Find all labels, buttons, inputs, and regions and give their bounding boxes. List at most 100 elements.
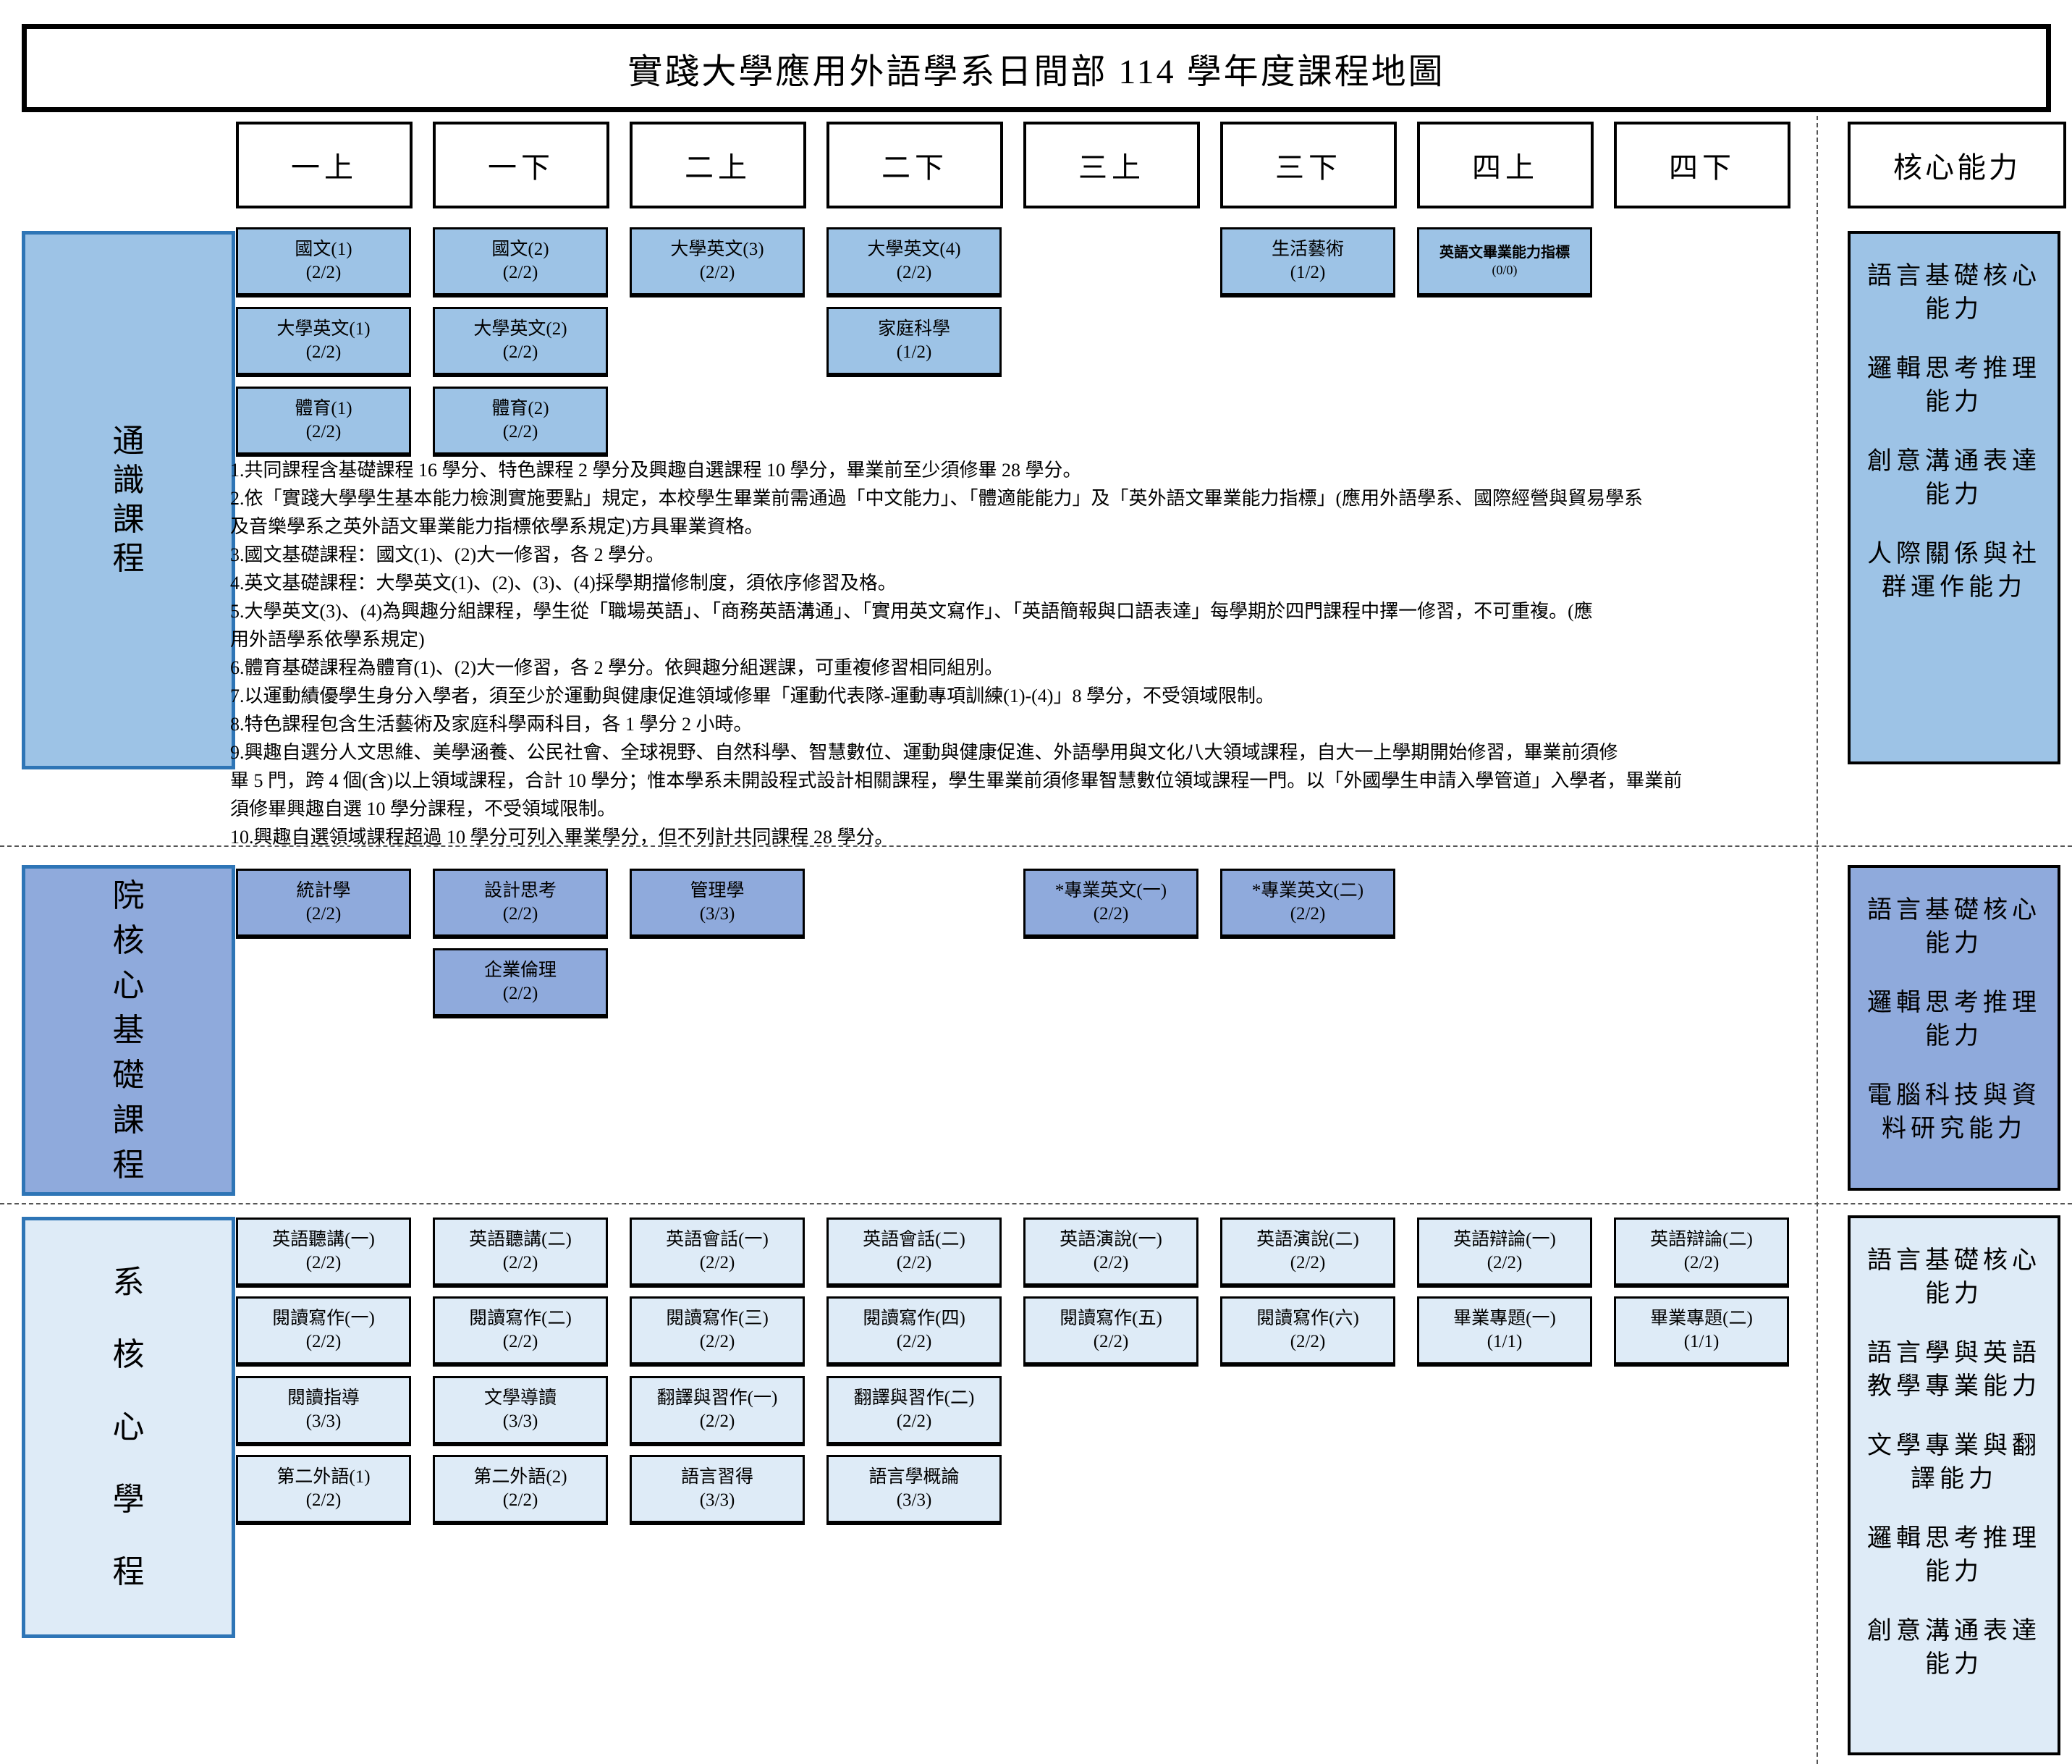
course-name: 翻譯與習作(二) (853, 1388, 975, 1408)
semester-header-5: 三上 (1023, 122, 1200, 208)
course-name: 語言習得 (680, 1467, 753, 1487)
semester-label: 四下 (1669, 151, 1735, 184)
course-box: 企業倫理 (2/2) (433, 948, 608, 1018)
course-name: 第二外語(2) (473, 1467, 567, 1487)
section-label-text: 院核心基礎課程 (112, 877, 145, 1183)
note-line: 2.依「實踐大學學生基本能力檢測實施要點」規定，本校學生畢業前需通過「中文能力」… (230, 488, 1644, 509)
course-name: 大學英文(3) (670, 239, 764, 259)
course-name: 統計學 (296, 880, 351, 900)
semester-label: 四上 (1472, 151, 1539, 184)
course-name: 企業倫理 (483, 960, 557, 980)
course-credits: (2/2) (502, 263, 538, 282)
course-credits: (2/2) (305, 263, 342, 282)
semester-header-8: 四下 (1614, 122, 1790, 208)
course-name: *專業英文(一) (1054, 880, 1167, 900)
course-credits: (2/2) (305, 904, 342, 924)
course-name: 閱讀寫作(四) (863, 1308, 965, 1328)
course-box: 第二外語(2) (2/2) (433, 1455, 608, 1525)
core-ability-header: 核心能力 (1848, 122, 2066, 208)
course-box: 翻譯與習作(二)(2/2) (826, 1376, 1002, 1446)
course-credits: (1/1) (1487, 1332, 1523, 1351)
course-name: 家庭科學 (877, 318, 950, 339)
note-line: 3.國文基礎課程：國文(1)、(2)大一修習，各 2 學分。 (230, 544, 665, 565)
course-box: 大學英文(2) (2/2) (433, 307, 608, 377)
course-box: 畢業專題(一) (1/1) (1417, 1296, 1592, 1367)
course-name: 體育(2) (491, 398, 549, 418)
section-label-college: 院核心基礎課程 (22, 865, 235, 1196)
semester-header-4: 二下 (826, 122, 1003, 208)
semester-header-3: 二上 (630, 122, 806, 208)
competency-item: 邏輯思考推理能力 (1867, 989, 2041, 1050)
course-box: 生活藝術 (1/2) (1220, 227, 1395, 297)
course-credits: (2/2) (502, 342, 538, 362)
note-line: 9.興趣自選分人文思維、美學涵養、公民社會、全球視野、自然科學、智慧數位、運動與… (230, 742, 1618, 763)
course-credits: (2/2) (305, 342, 342, 362)
course-box: 閱讀寫作(三)(2/2) (630, 1296, 805, 1367)
semester-label: 二下 (881, 151, 948, 184)
course-box: 閱讀寫作(六)(2/2) (1220, 1296, 1395, 1367)
semester-header-7: 四上 (1417, 122, 1594, 208)
course-box: 閱讀寫作(五)(2/2) (1023, 1296, 1198, 1367)
course-credits: (2/2) (502, 1490, 538, 1510)
course-credits: (2/2) (896, 263, 932, 282)
course-credits: (2/2) (1290, 1253, 1326, 1273)
course-credits: (2/2) (1093, 1332, 1129, 1351)
course-credits: (2/2) (1683, 1253, 1720, 1273)
semester-header-2: 一下 (433, 122, 609, 208)
course-box: 英語文畢業能力指標(0/0) (1417, 227, 1592, 297)
course-credits: (2/2) (1093, 1253, 1129, 1273)
course-credits: (2/2) (896, 1332, 932, 1351)
course-name: 語言學概論 (868, 1467, 960, 1487)
semester-label: 一下 (488, 151, 554, 184)
course-name: 英語演說(一) (1060, 1229, 1162, 1249)
competency-item: 語言學與英語教學專業能力 (1867, 1340, 2041, 1400)
course-credits: (2/2) (699, 263, 735, 282)
section-label-department: 系核心學程 (22, 1217, 235, 1638)
course-box: 英語聽講(二)(2/2) (433, 1218, 608, 1288)
course-box: 第二外語(1)(2/2) (236, 1455, 411, 1525)
core-competencies-department: 語言基礎核心能力 語言學與英語教學專業能力 文學專業與翻譯能力 邏輯思考推理能力… (1848, 1215, 2060, 1755)
course-name: 文學導讀 (483, 1388, 557, 1408)
course-box: 設計思考(2/2) (433, 869, 608, 939)
course-credits: (2/2) (1093, 904, 1129, 924)
course-credits: (2/2) (1290, 904, 1326, 924)
core-competencies-college: 語言基礎核心能力 邏輯思考推理能力 電腦科技與資料研究能力 (1848, 865, 2060, 1191)
semester-label: 二上 (685, 151, 751, 184)
course-name: 生活藝術 (1271, 239, 1344, 259)
competency-item: 文學專業與翻譯能力 (1867, 1432, 2041, 1493)
course-box: 文學導讀 (3/3) (433, 1376, 608, 1446)
course-credits: (0/0) (1492, 263, 1518, 278)
course-credits: (1/1) (1683, 1332, 1720, 1351)
course-credits: (2/2) (502, 1332, 538, 1351)
course-name: 大學英文(2) (473, 318, 567, 339)
course-box: 英語會話(二)(2/2) (826, 1218, 1002, 1288)
course-credits: (3/3) (502, 1411, 538, 1431)
course-credits: (2/2) (502, 984, 538, 1003)
course-name: 英語聽講(一) (272, 1229, 375, 1249)
course-box: 管理學(3/3) (630, 869, 805, 939)
note-line: 畢 5 門，跨 4 個(含)以上領域課程，合計 10 學分；惟本學系未開設程式設… (230, 770, 1683, 791)
competency-item: 語言基礎核心能力 (1867, 897, 2041, 957)
course-credits: (1/2) (1290, 263, 1326, 282)
competency-item: 人際關係與社群運作能力 (1867, 541, 2041, 601)
note-line: 用外語學系依學系規定) (230, 629, 425, 650)
semester-header-1: 一上 (236, 122, 413, 208)
course-name: 閱讀寫作(一) (272, 1308, 375, 1328)
competency-item: 邏輯思考推理能力 (1867, 355, 2041, 415)
note-line: 8.特色課程包含生活藝術及家庭科學兩科目，各 1 學分 2 小時。 (230, 714, 753, 735)
course-credits: (2/2) (1290, 1332, 1326, 1351)
course-credits: (3/3) (699, 1490, 735, 1510)
course-credits: (2/2) (502, 904, 538, 924)
course-credits: (2/2) (305, 422, 342, 442)
note-line: 6.體育基礎課程為體育(1)、(2)大一修習，各 2 學分。依興趣分組選課，可重… (230, 657, 1004, 678)
section-label-text: 通識課程 (112, 423, 145, 576)
course-credits: (2/2) (502, 1253, 538, 1273)
course-name: 畢業專題(一) (1453, 1308, 1556, 1328)
course-credits: (2/2) (699, 1332, 735, 1351)
course-name: 閱讀寫作(二) (469, 1308, 572, 1328)
competency-item: 邏輯思考推理能力 (1867, 1525, 2041, 1585)
course-credits: (3/3) (896, 1490, 932, 1510)
section-label-text: 系核心學程 (112, 1265, 145, 1590)
course-box: 英語辯論(二)(2/2) (1614, 1218, 1789, 1288)
note-line: 1.共同課程含基礎課程 16 學分、特色課程 2 學分及興趣自選課程 10 學分… (230, 460, 1082, 481)
